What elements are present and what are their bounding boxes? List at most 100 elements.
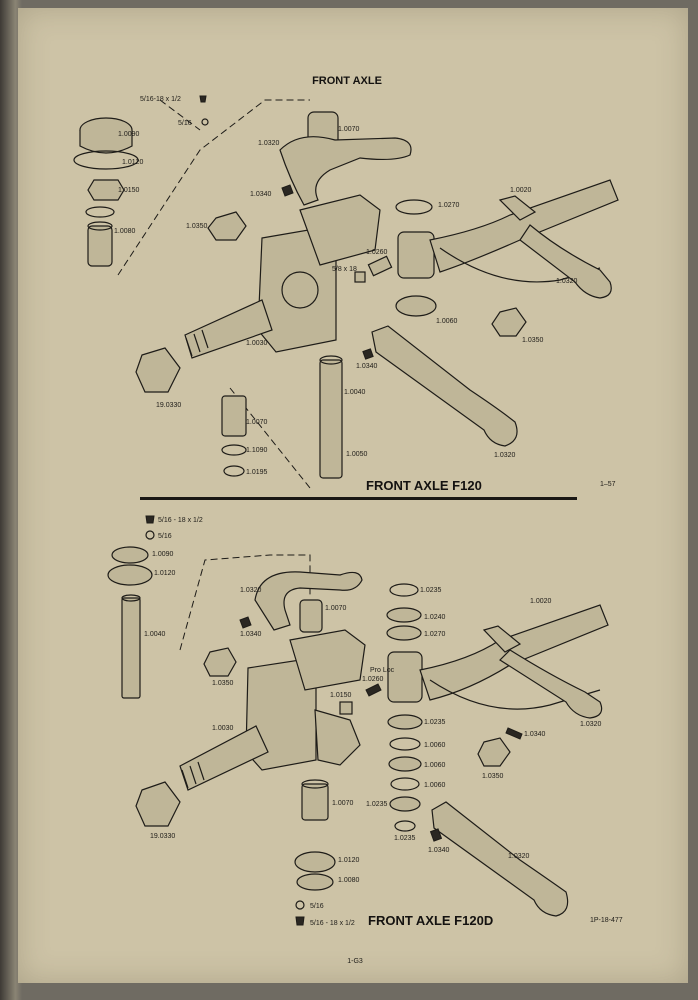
seal <box>387 714 423 730</box>
part-label: 1.0050 <box>346 451 368 458</box>
part-label: 1.0240 <box>424 614 446 621</box>
part-label: 1.0320 <box>240 587 262 594</box>
leader-line <box>159 99 201 131</box>
part-label: 1.0020 <box>530 598 552 605</box>
steering-arm-upper <box>254 571 363 631</box>
bolt-icon <box>145 515 155 524</box>
castle-nut-large <box>135 781 181 827</box>
pin <box>239 616 252 629</box>
draw-key <box>365 683 382 697</box>
bushing-lower <box>301 783 329 821</box>
part-label: 1.0030 <box>246 340 268 347</box>
bushing-top <box>301 779 329 789</box>
seal-lower <box>389 796 421 812</box>
part-label: 1.0235 <box>424 719 446 726</box>
page-number: 1-G3 <box>347 958 363 965</box>
axle-beam <box>429 179 619 273</box>
spindle <box>179 725 269 791</box>
tie-rod-end <box>482 625 522 653</box>
bushing-upper <box>299 599 323 633</box>
washer-icon <box>295 900 305 910</box>
part-label: 1.0235 <box>420 587 442 594</box>
pin <box>429 828 443 842</box>
part-label: 1.0260 <box>362 676 384 683</box>
part-label: 1.0340 <box>240 631 262 638</box>
spindle-thread <box>181 761 205 789</box>
castle-nut-right <box>477 737 511 767</box>
part-label: 1.0060 <box>424 782 446 789</box>
thrust-washer <box>395 199 433 215</box>
part-label: 1.0320 <box>580 721 602 728</box>
part-label: 19.0330 <box>150 833 175 840</box>
pin <box>281 184 294 197</box>
snap-ring <box>223 465 245 477</box>
part-label: 1.0120 <box>338 857 360 864</box>
nut <box>203 647 237 677</box>
castle-nut-large <box>135 347 181 393</box>
bushing-sleeve <box>87 225 113 267</box>
part-label: 1.0080 <box>114 228 136 235</box>
grease-cap-lower <box>296 873 334 891</box>
diagram-bottom-ref: 1P-18-477 <box>590 917 623 924</box>
tie-rod-end <box>498 195 537 221</box>
part-label: 1.0120 <box>154 570 176 577</box>
part-label: 1.0320 <box>494 452 516 459</box>
king-pin-top <box>121 594 141 602</box>
part-label: 1.0340 <box>356 363 378 370</box>
part-label: 5/16-18 x 1/2 <box>140 96 181 103</box>
part-label: 1.0070 <box>246 419 268 426</box>
castle-nut-right <box>491 307 527 337</box>
washer-icon <box>145 530 155 540</box>
steering-arm-upper <box>279 136 412 206</box>
part-label: 1.1090 <box>246 447 268 454</box>
leader-line <box>179 554 311 651</box>
diagram-top: FRONT AXLE <box>73 75 619 493</box>
thrust-washer <box>386 607 422 623</box>
part-label: 1.0150 <box>118 187 140 194</box>
shim <box>389 583 419 597</box>
steering-arm-right <box>519 224 612 299</box>
bushing-top <box>87 221 113 231</box>
tie-rod-arm-lower <box>371 325 518 447</box>
knuckle-hub <box>281 271 319 309</box>
seal-ring <box>85 206 115 218</box>
leader-line <box>117 99 310 276</box>
cap-flange <box>107 564 153 586</box>
axle-beam-lower <box>439 247 601 283</box>
part-label: 1.0235 <box>366 801 388 808</box>
part-label: 1.0320 <box>508 853 530 860</box>
diagram-top-title: FRONT AXLE F120 <box>366 478 482 493</box>
knuckle-yoke <box>299 194 381 266</box>
thrust-bearing <box>395 295 437 317</box>
part-label: 1.0090 <box>152 551 174 558</box>
part-label: 5/16 - 18 x 1/2 <box>310 920 355 927</box>
washer-icon <box>201 118 209 126</box>
part-label: 1.0350 <box>212 680 234 687</box>
axle-beam-lower <box>429 679 601 710</box>
part-label: 1.0040 <box>344 389 366 396</box>
bearing <box>388 756 422 772</box>
knuckle-lower-yoke <box>314 709 361 766</box>
part-label: 1.0340 <box>524 731 546 738</box>
diagram-bottom: 5/16 - 18 x 1/2 5/16 1.0090 1.0120 1.032… <box>107 515 623 928</box>
section-divider <box>140 497 577 500</box>
tie-rod-arm-lower <box>431 801 569 917</box>
part-label: 5/16 <box>158 533 172 540</box>
part-label: 1.0350 <box>522 337 544 344</box>
seal <box>221 444 247 456</box>
part-label: 1.0195 <box>246 469 268 476</box>
part-label: 1.0350 <box>186 223 208 230</box>
bearing-race <box>390 777 420 791</box>
nut <box>207 211 247 241</box>
part-label: 1.0090 <box>118 131 140 138</box>
bearing-race <box>389 737 421 751</box>
pin <box>362 348 374 360</box>
part-label: 1.0030 <box>212 725 234 732</box>
spindle-thread <box>185 329 209 357</box>
bolt-icon <box>295 916 305 926</box>
part-label: 19.0330 <box>156 402 181 409</box>
spindle <box>184 299 273 359</box>
grease-cap-body <box>79 130 133 154</box>
part-label: 1.0060 <box>424 762 446 769</box>
